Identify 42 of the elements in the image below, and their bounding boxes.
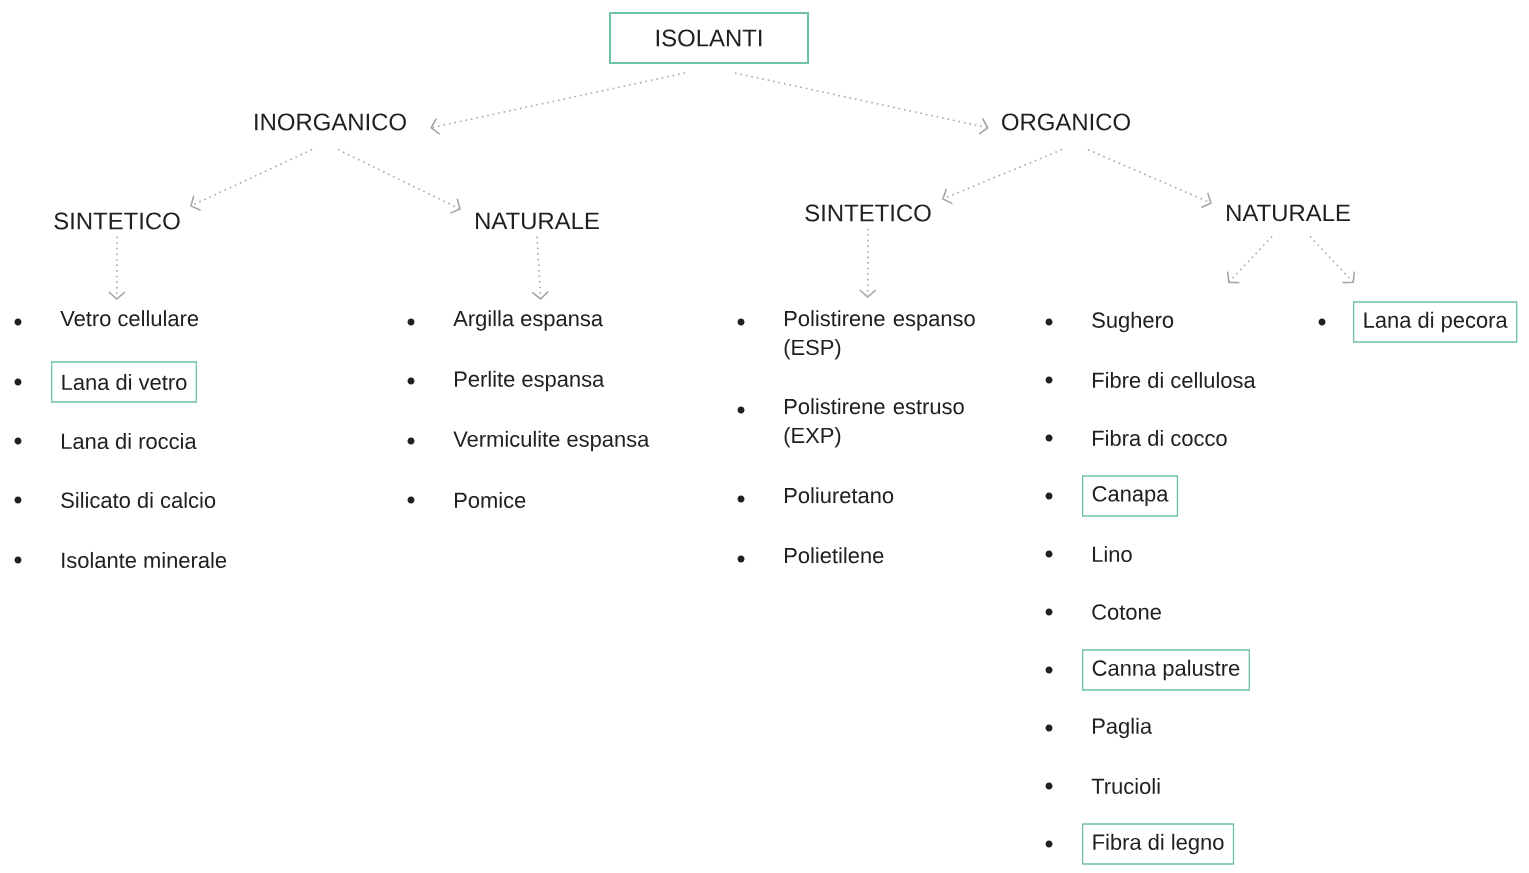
list-item: Cotone <box>1092 604 1161 620</box>
list-item: Sughero <box>1092 311 1174 333</box>
list-item: Polistirene estruso (EXP) <box>784 398 964 448</box>
list-item: Argilla espansa <box>453 310 603 331</box>
list-item: Lana di roccia <box>62 432 197 450</box>
arrow <box>1087 148 1212 209</box>
list-item: Pomice <box>455 491 526 509</box>
list-item: Polietilene <box>785 547 884 564</box>
arrow <box>1226 235 1273 284</box>
boxed-item: Canapa <box>1082 475 1179 517</box>
category-label: INORGANICO <box>255 113 406 131</box>
arrow <box>189 148 313 211</box>
list-item: Perlite espansa <box>455 370 605 392</box>
arrow <box>941 148 1063 205</box>
title-box: ISOLANTI <box>609 12 809 64</box>
list-item: Trucioli <box>1091 777 1160 795</box>
category-label: SINTETICO <box>805 204 931 222</box>
category-label: NATURALE <box>476 212 599 230</box>
list-item: Fibra di cocco <box>1093 429 1227 447</box>
list-item: Fibre di cellulosa <box>1093 371 1256 389</box>
list-item: Vetro cellulare <box>60 310 199 327</box>
arrow <box>734 72 989 135</box>
boxed-item: Lana di pecora <box>1353 301 1518 343</box>
arrow <box>108 235 126 301</box>
arrow <box>430 72 686 135</box>
list-item: Silicato di calcio <box>61 491 216 509</box>
boxed-item: Fibra di legno <box>1082 823 1235 865</box>
list-item: Polistirene espanso (ESP) <box>784 310 975 360</box>
arrow <box>858 227 877 299</box>
category-label: ORGANICO <box>1002 113 1130 131</box>
arrow <box>337 148 461 214</box>
category-label: NATURALE <box>1227 204 1350 222</box>
list-item: Vermiculite espansa <box>453 430 650 452</box>
list-item: Paglia <box>1093 717 1153 739</box>
arrow <box>531 235 549 301</box>
arrow <box>1309 235 1356 284</box>
boxed-item: Canna palustre <box>1082 649 1250 691</box>
list-item: Poliuretano <box>785 487 894 504</box>
boxed-item: Lana di vetro <box>51 361 197 403</box>
list-item: Isolante minerale <box>62 551 227 569</box>
category-label: SINTETICO <box>54 212 180 230</box>
list-item: Lino <box>1093 545 1132 563</box>
